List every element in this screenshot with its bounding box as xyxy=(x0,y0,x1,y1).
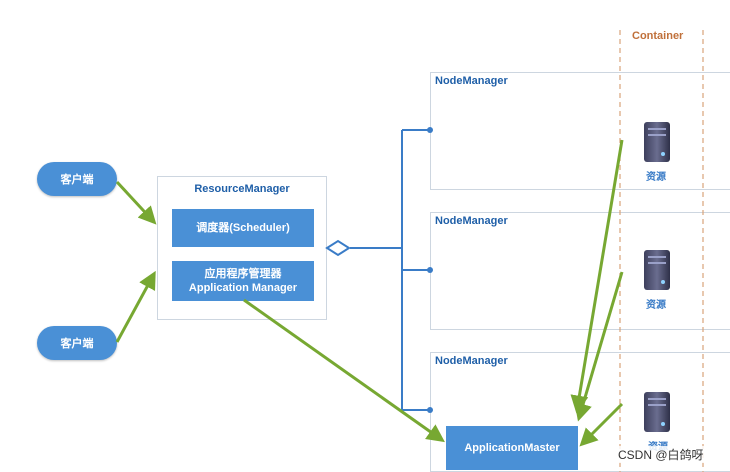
client2-to-rm-arrow xyxy=(115,270,156,343)
application-manager-cn-label: 应用程序管理器 xyxy=(204,268,282,280)
connector-dot-3 xyxy=(427,407,433,413)
client-1-label: 客户端 xyxy=(60,174,94,186)
application-master-box: ApplicationMaster xyxy=(446,426,578,470)
client1-to-rm-arrow xyxy=(115,180,157,225)
client-2-label: 客户端 xyxy=(60,338,94,350)
client-2: 客户端 xyxy=(37,326,117,360)
scheduler-box: 调度器(Scheduler) xyxy=(172,209,314,247)
application-manager-en-label: Application Manager xyxy=(188,282,298,294)
resource-label-2: 资源 xyxy=(646,300,666,311)
aggregation-diamond xyxy=(325,239,351,257)
resource-manager-box: ResourceManager 调度器(Scheduler) 应用程序管理器 A… xyxy=(157,176,327,320)
resource1-to-am-arrow xyxy=(570,139,624,414)
client-1: 客户端 xyxy=(37,162,117,196)
node-manager-2: NodeManager xyxy=(430,212,730,330)
connector-dot-1 xyxy=(427,127,433,133)
node-manager-2-title: NodeManager xyxy=(435,215,508,227)
rm-nodemanager-connector xyxy=(350,129,430,411)
resource2-to-am-arrow xyxy=(574,271,624,422)
connector-dot-2 xyxy=(427,267,433,273)
scheduler-label: 调度器(Scheduler) xyxy=(196,222,290,234)
appmanager-to-am-arrow xyxy=(243,298,445,443)
resource-manager-title: ResourceManager xyxy=(194,183,290,195)
server-icon xyxy=(644,392,670,432)
server-icon xyxy=(644,250,670,290)
node-manager-1: NodeManager xyxy=(430,72,730,190)
watermark: CSDN @白鸽呀 xyxy=(616,446,706,463)
node-manager-3-title: NodeManager xyxy=(435,355,508,367)
application-manager-box: 应用程序管理器 Application Manager xyxy=(172,261,314,301)
resource3-to-am-arrow xyxy=(579,402,624,447)
application-master-label: ApplicationMaster xyxy=(464,442,560,454)
resource-label-1: 资源 xyxy=(646,172,666,183)
server-icon xyxy=(644,122,670,162)
node-manager-1-title: NodeManager xyxy=(435,75,508,87)
container-label: Container xyxy=(632,30,684,42)
